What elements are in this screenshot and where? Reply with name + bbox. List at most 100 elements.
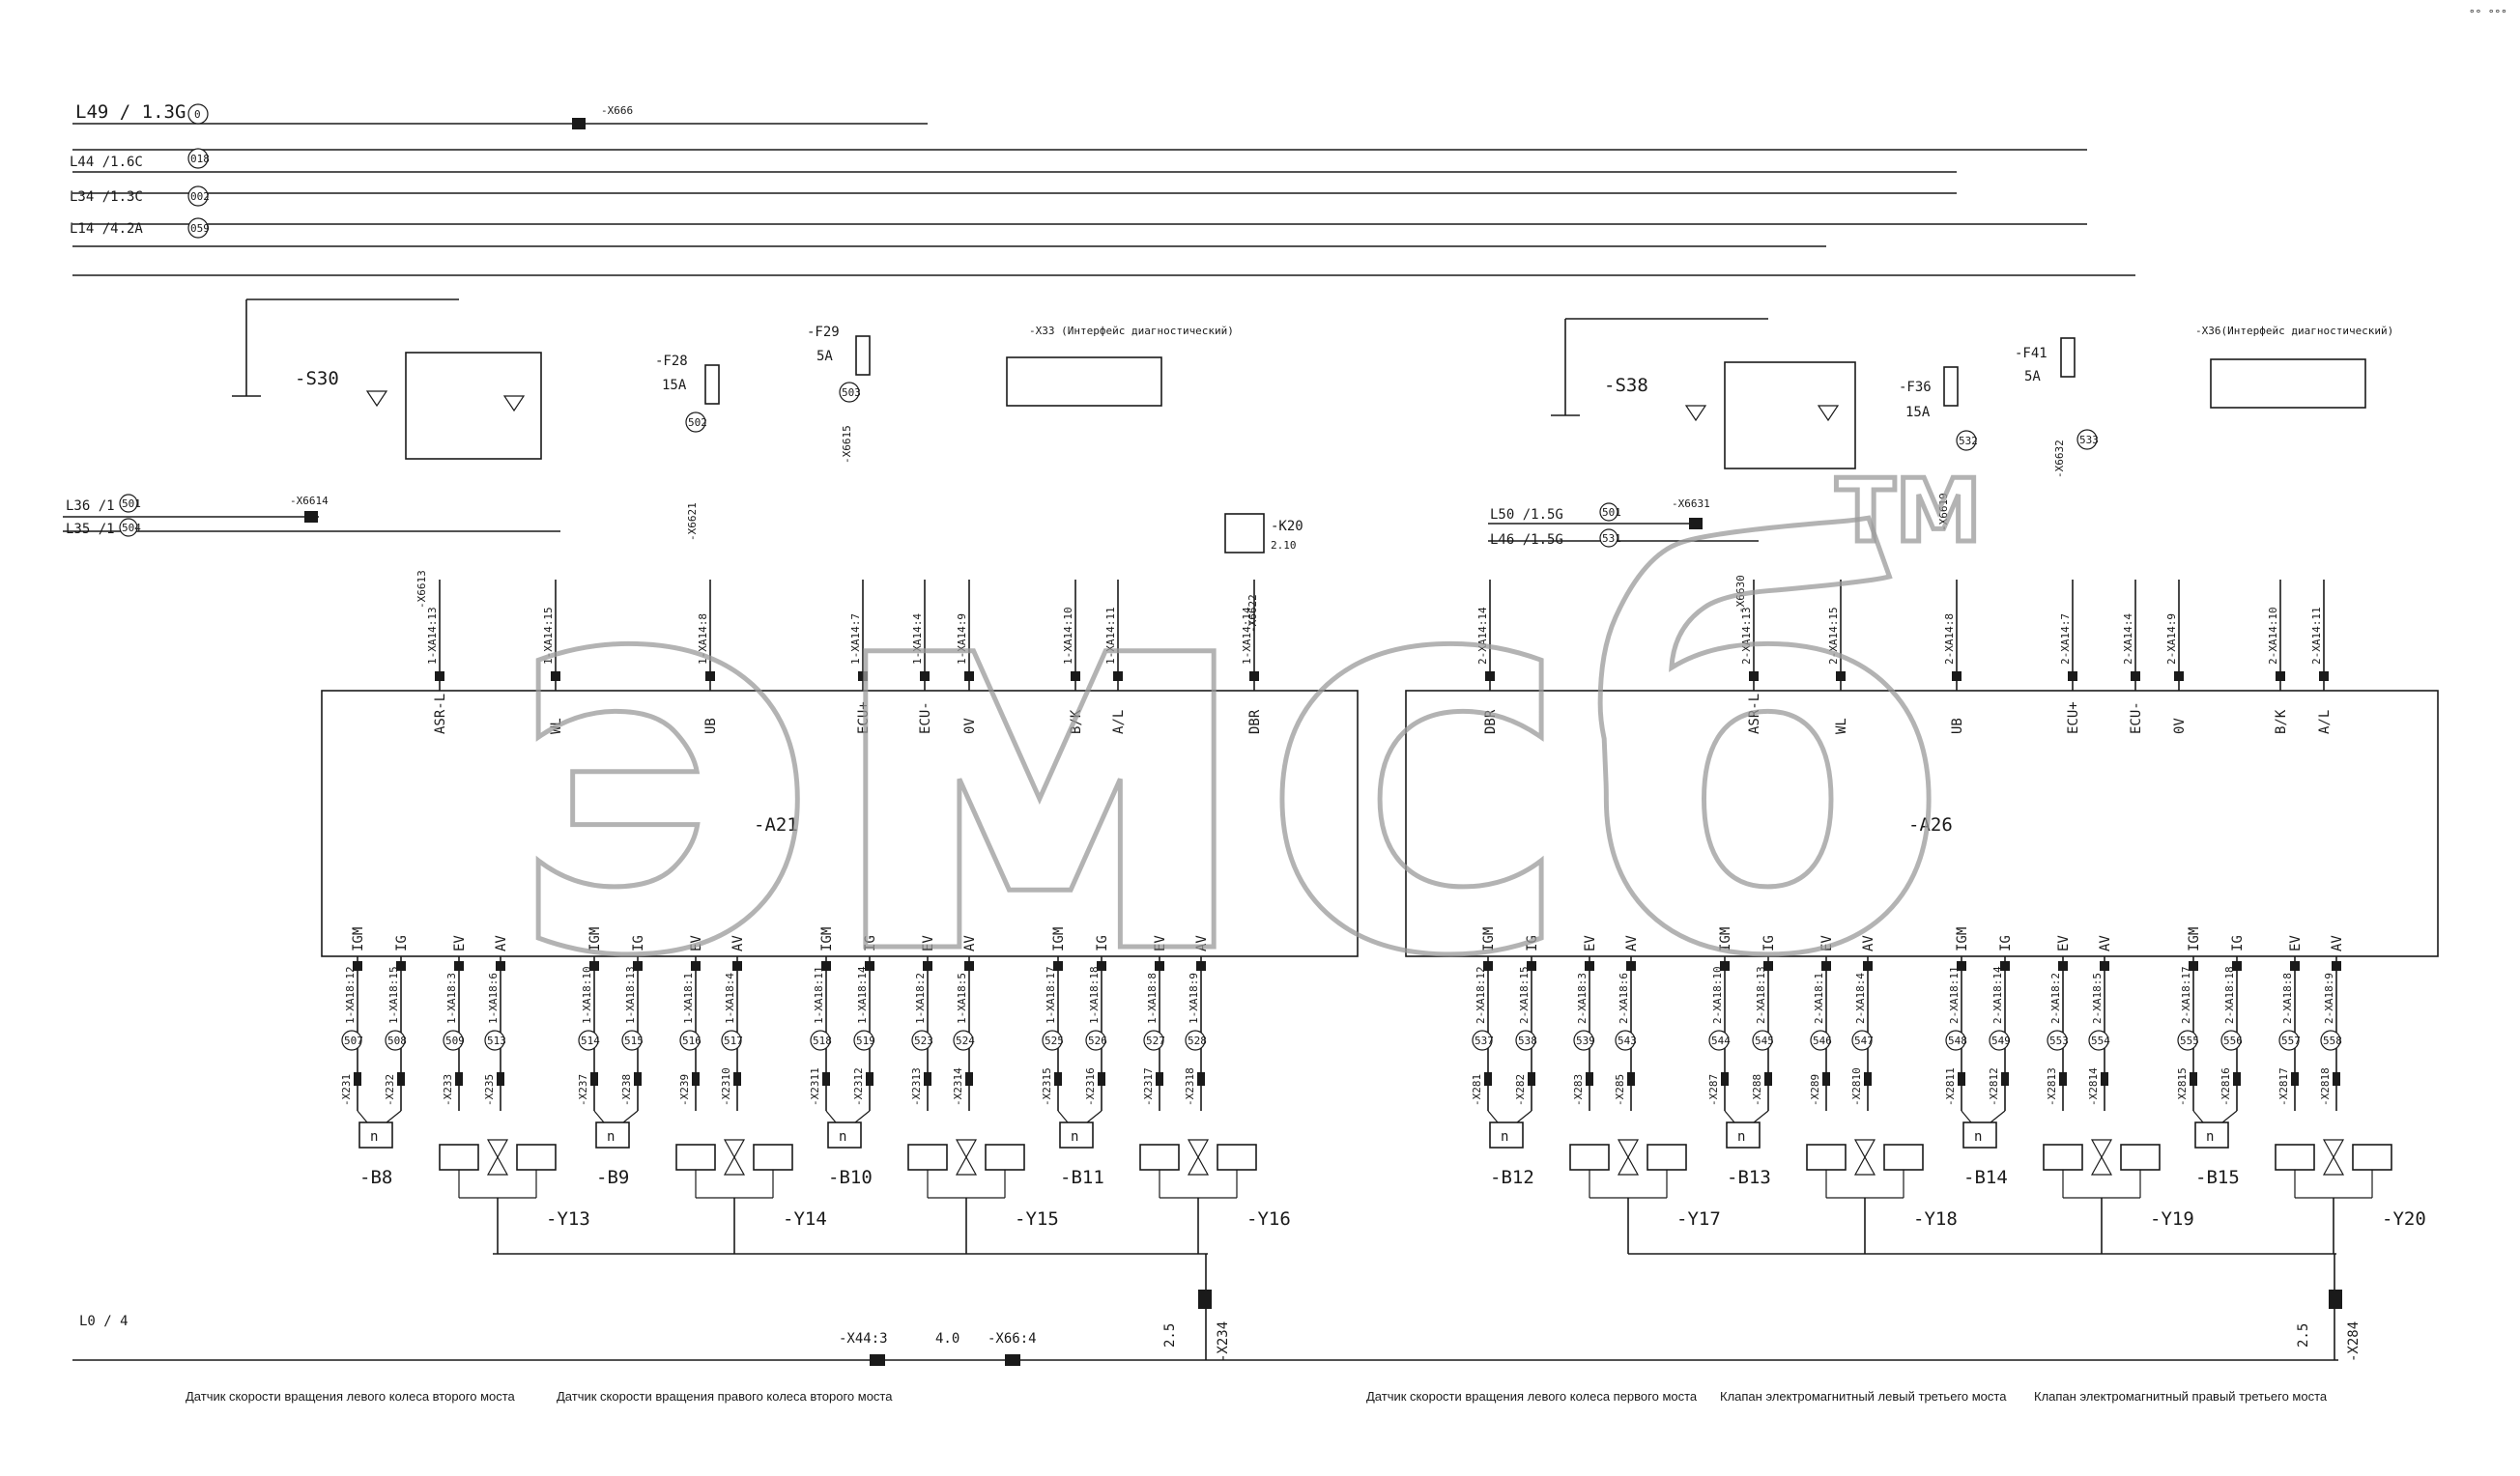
pin-connector-b/k [1071,671,1080,681]
group-circle [953,1030,974,1051]
line-circle-text-l44: 018 [190,153,210,165]
group-x-label: -X2810 [1850,1067,1863,1106]
x666-label: -X666 [601,104,633,117]
group-circle-text: 548 [1948,1035,1967,1047]
bottom-signal-label: EV [1583,935,1598,951]
line-l36-circle-text: 501 [122,497,141,510]
group-circle-text: 539 [1576,1035,1595,1047]
valve-label: -Y18 [1913,1208,1958,1230]
sensor-label: -B8 [359,1167,392,1188]
group-circle [1810,1030,1831,1051]
sensor-lead [1753,1110,1769,1123]
valve-label: -Y17 [1676,1208,1721,1230]
line-circle-text-l14: 059 [190,222,210,235]
sensor-box [1962,1121,1997,1149]
pin-signal-label: ECU+ [2066,701,2081,734]
group-x-label: -X237 [577,1074,589,1106]
sensor-lead [1487,1110,1499,1123]
pin-connector-0v [964,671,974,681]
sensor-box [358,1121,393,1149]
group-pin-label: 1-XA18:11 [813,966,825,1024]
module-a26-label: -A26 [1908,814,1953,836]
group-circle [484,1030,505,1051]
line-label-l44: L44 /1.6C [70,155,143,170]
group-x-label: -X2310 [720,1067,732,1106]
fuse-f28-name: -F28 [655,354,688,369]
group-x-label: -X2312 [852,1067,865,1106]
pin-signal-label: 0V [962,718,978,734]
pin-conn-label: 2-XA14:11 [2310,607,2323,665]
group-circle-text: 538 [1518,1035,1537,1047]
group-connector [923,961,932,971]
valve-icon [955,1155,978,1176]
group-connector [2100,961,2109,971]
valve-coil-right [753,1144,793,1171]
pin-signal-label: WL [549,718,564,734]
group-circle [621,1030,643,1051]
group-x-label: -X239 [678,1074,691,1106]
bottom-signal-label: AV [962,935,978,951]
valve-coil-right [2120,1144,2161,1171]
group-x-connector [1822,1072,1830,1086]
caption-4: Клапан электромагнитный левый третьего м… [1720,1389,2007,1404]
bottom-signal-label: EV [452,935,468,951]
group-circle [443,1030,464,1051]
valve-label: -Y20 [2382,1208,2426,1230]
valve-icon [2090,1139,2113,1159]
x6631-connector [1689,518,1703,529]
bottom-signal-label: AV [2098,935,2113,951]
group-connector [691,961,701,971]
sensor-lead [386,1110,402,1123]
bottom-signal-label: AV [730,935,746,951]
fuse-f36-name: -F36 [1899,380,1932,395]
group-circle [1185,1030,1206,1051]
group-x-connector [1156,1072,1163,1086]
valve-icon [1187,1155,1210,1176]
valve-coil-left [675,1144,716,1171]
pin-conn-label: 2-XA14:4 [2122,613,2134,665]
group-x-connector [822,1072,830,1086]
valve-icon [1617,1155,1640,1176]
x6619-label: -X6619 [1937,493,1950,531]
group-circle-text: 556 [2223,1035,2243,1047]
fuse-f41-circle-text: 533 [2079,434,2099,446]
watermark: эмсб TM [501,443,1985,1078]
bottom-signal-label: EV [2288,935,2304,951]
corner-text: °° °°° [2469,8,2507,20]
fuse-f41-rating: 5A [2024,369,2041,384]
line-circle-l44 [187,148,209,169]
line-l50-label: L50 /1.5G [1490,507,1563,523]
group-x-label: -X2314 [952,1067,964,1106]
sensor-label: -B12 [1490,1167,1534,1188]
valve-icon [1617,1139,1640,1159]
line-l35-circle-text: 504 [122,522,141,534]
bottom-signal-label: EV [1819,935,1835,951]
pin-signal-label: ECU- [918,701,933,734]
valve-icon [486,1155,509,1176]
sensor-n: n [1974,1129,1982,1145]
x666-connector [572,118,586,129]
pin-conn-label: 1-XA14:10 [1062,607,1074,665]
valve-coil-right [1647,1144,1687,1171]
group-circle [1615,1030,1636,1051]
group-connector [821,961,831,971]
group-circle [1851,1030,1873,1051]
pin-conn-label: 2-XA14:15 [1827,607,1840,665]
group-x-label: -X2816 [2219,1067,2232,1106]
group-circle-text: 517 [724,1035,743,1047]
fuse-f36-rating: 15A [1905,405,1931,420]
pin-signal-label: ASR-L [433,694,448,734]
s38-diode-icon [1817,405,1840,422]
valve-icon [723,1155,746,1176]
caption-1: Датчик скорости вращения левого колеса в… [186,1389,516,1404]
group-connector [496,961,505,971]
sensor-n: n [2206,1129,2214,1145]
group-circle-text: 518 [813,1035,832,1047]
bottom-signal-label: IGM [2187,927,2202,951]
line-l46-circle-text: 531 [1602,532,1621,545]
pin-signal-label: DBR [1247,709,1263,734]
watermark-text: эмсб [502,445,1952,1075]
valve-coil-right [2352,1144,2392,1171]
group-x-connector [634,1072,642,1086]
switch-s38-label: -S38 [1604,375,1648,396]
